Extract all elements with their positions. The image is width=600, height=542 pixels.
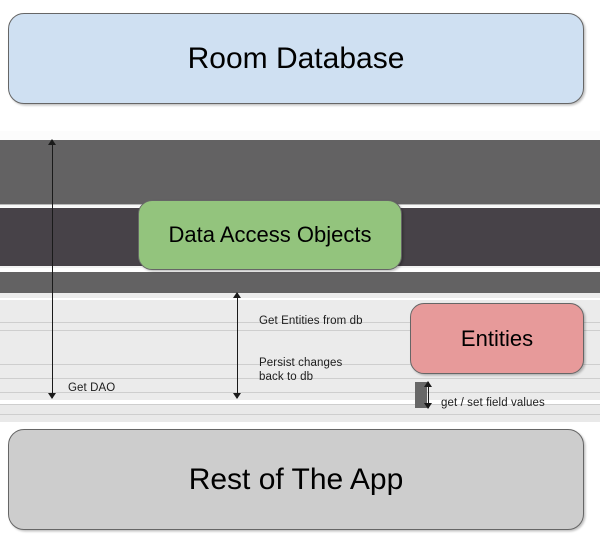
node-rest-of-the-app[interactable]: Rest of The App (8, 429, 584, 530)
connector-entities-db-line (237, 293, 238, 398)
arrowhead-down-icon (424, 403, 432, 409)
background-rule (0, 414, 600, 415)
background-rule (0, 404, 600, 405)
node-room-database-label: Room Database (187, 41, 405, 75)
node-room-database[interactable]: Room Database (8, 13, 584, 104)
background-band-soft-upper (0, 293, 600, 298)
background-rule (0, 322, 600, 323)
node-data-access-objects[interactable]: Data Access Objects (138, 200, 402, 270)
connector-field-values-stub (415, 382, 427, 408)
background-rule (0, 392, 600, 393)
background-band-light-top (0, 131, 600, 140)
node-entities-label: Entities (460, 325, 534, 351)
background-rule (0, 364, 600, 365)
connector-field-values-line (428, 382, 429, 408)
background-band-soft-lower (0, 404, 600, 422)
arrowhead-up-icon (48, 139, 56, 145)
background-streak (0, 270, 600, 271)
background-band-medium-gray-lower (0, 272, 600, 293)
node-data-access-objects-label: Data Access Objects (168, 222, 372, 247)
node-entities[interactable]: Entities (410, 303, 584, 374)
node-rest-of-the-app-label: Rest of The App (188, 462, 404, 496)
connector-label-get-entities-from-db: Get Entities from db (259, 315, 363, 327)
background-band-medium-gray-upper (0, 140, 600, 208)
background-rule (0, 330, 600, 331)
background-rule (0, 378, 600, 379)
arrowhead-down-icon (233, 393, 241, 399)
connector-label-persist-changes-back-to-db: Persist changes back to db (259, 357, 343, 383)
arrowhead-down-icon (48, 393, 56, 399)
connector-label-get-dao: Get DAO (68, 382, 116, 394)
connector-label-get-set-field-values: get / set field values (441, 397, 545, 409)
arrowhead-up-icon (424, 381, 432, 387)
connector-get-dao-line (52, 140, 53, 398)
arrowhead-up-icon (233, 292, 241, 298)
